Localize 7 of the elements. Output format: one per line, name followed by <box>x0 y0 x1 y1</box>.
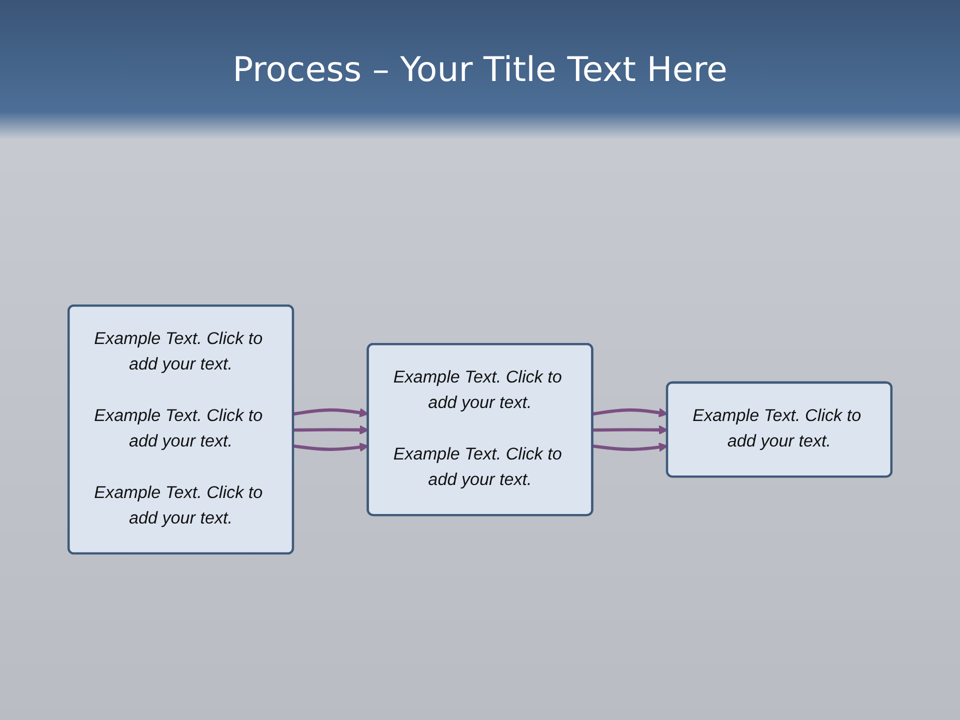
arrow <box>293 442 369 452</box>
slide-title: Process – Your Title Text Here <box>232 50 728 90</box>
arrow <box>293 408 369 418</box>
arrow <box>592 442 668 452</box>
arrow <box>294 426 369 436</box>
arrow <box>592 426 668 436</box>
arrow <box>592 408 668 418</box>
